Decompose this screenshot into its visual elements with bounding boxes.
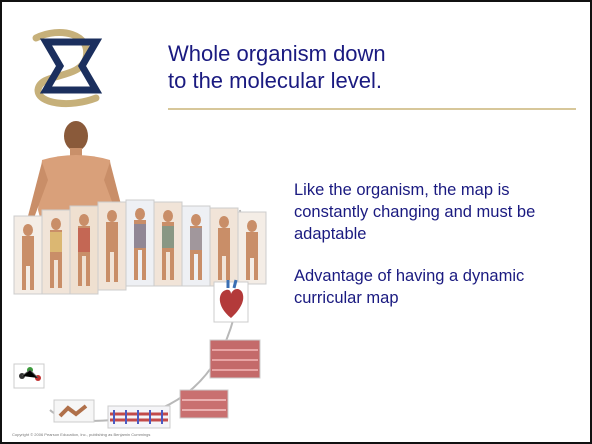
- bullet-text-2: Advantage of having a dynamic curricular…: [294, 265, 584, 309]
- logo-mark-icon: [30, 28, 108, 108]
- molecule-figure: [14, 364, 44, 388]
- tissue-figure: [54, 340, 260, 428]
- title-divider: [168, 108, 576, 110]
- anatomy-figure: [10, 120, 288, 438]
- heart-figure: [214, 280, 248, 322]
- copyright-credit: Copyright © 2006 Pearson Education, Inc.…: [12, 432, 150, 437]
- bullet-text-1: Like the organism, the map is constantly…: [294, 179, 584, 245]
- slide-title-line-1: Whole organism down: [168, 40, 568, 67]
- organ-system-panels: [14, 200, 266, 294]
- slide-title-line-2: to the molecular level.: [168, 67, 568, 94]
- slide-title: Whole organism down to the molecular lev…: [168, 40, 568, 94]
- slide-body: Like the organism, the map is constantly…: [294, 179, 584, 329]
